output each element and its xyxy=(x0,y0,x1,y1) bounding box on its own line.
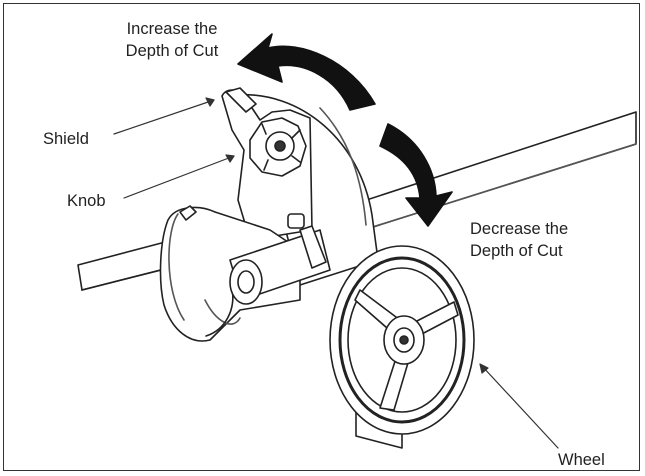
knob-art xyxy=(249,117,307,177)
knob-label: Knob xyxy=(67,192,106,210)
decrease-label-line2: Depth of Cut xyxy=(470,242,563,260)
shaft-coupling xyxy=(229,213,331,305)
leader-lines xyxy=(113,97,559,449)
wheel-leader xyxy=(481,365,559,449)
increase-label-line2: Depth of Cut xyxy=(125,42,219,60)
increase-arrow xyxy=(237,33,376,111)
increase-label-line1: Increase the xyxy=(126,20,218,38)
decrease-arrow xyxy=(379,123,453,227)
knob-leader xyxy=(123,155,235,199)
decrease-label: Decrease the Depth of Cut xyxy=(470,218,568,262)
shield-label: Shield xyxy=(43,130,89,148)
decrease-label-line1: Decrease the xyxy=(470,220,569,238)
wheel-label: Wheel xyxy=(558,451,605,469)
wheel-art xyxy=(329,245,475,435)
shield-leader xyxy=(113,99,215,135)
increase-label: Increase the Depth of Cut xyxy=(92,18,252,62)
